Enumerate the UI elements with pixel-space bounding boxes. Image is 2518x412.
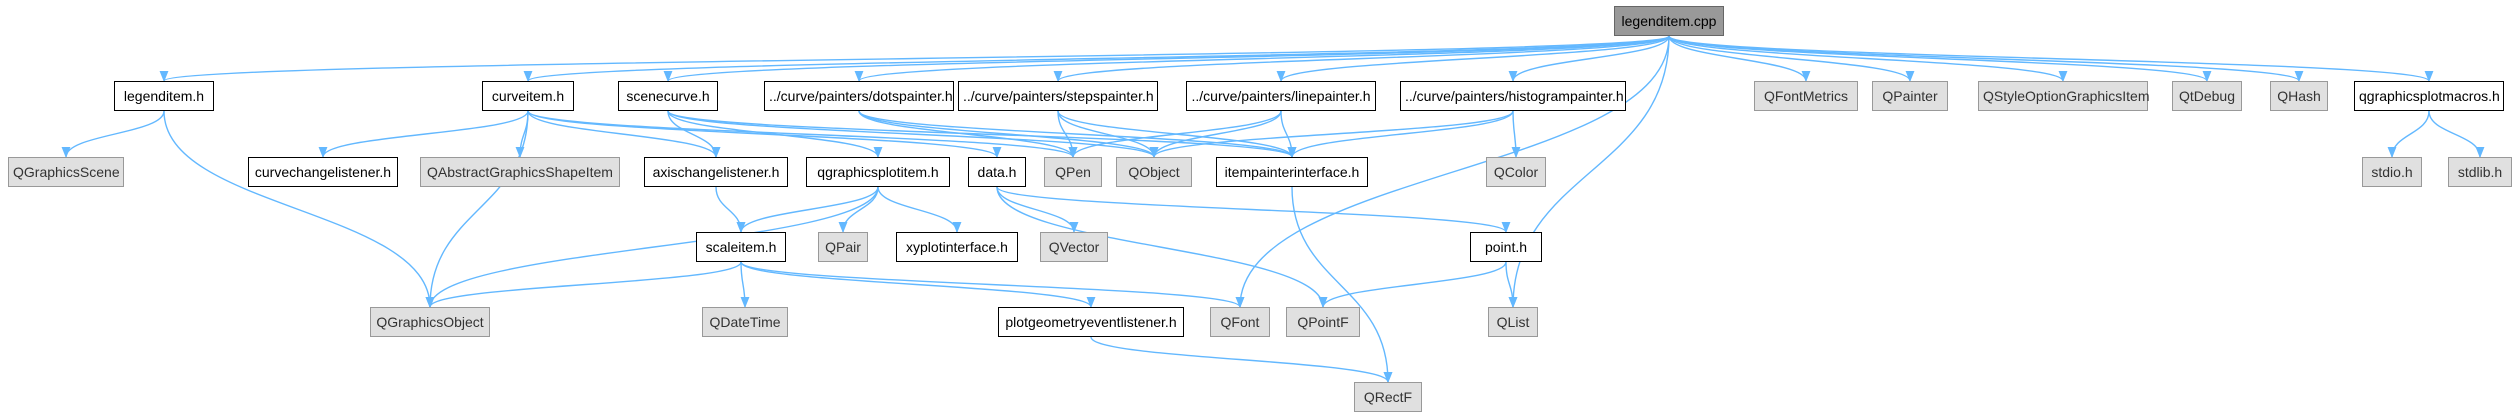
node-legenditem-cpp[interactable]: legenditem.cpp <box>1614 6 1724 36</box>
node-qfontmetrics: QFontMetrics <box>1754 81 1858 111</box>
edge-qgraphicsplotitem-h-to-xyplotinterface-h <box>877 186 962 234</box>
edge-legenditem-cpp-to-legenditem-h <box>160 35 1670 83</box>
edge-axischangelistener-h-to-scaleitem-h <box>715 186 746 234</box>
edge-legenditem-cpp-to-histogrampainter-h <box>1508 35 1670 83</box>
node-qpen: QPen <box>1044 157 1102 187</box>
edge-curveitem-h-to-axischangelistener-h <box>527 110 721 159</box>
node-qgraphicsscene: QGraphicsScene <box>8 157 124 187</box>
node-qabstractgraphicsshapeitem: QAbstractGraphicsShapeItem <box>420 157 620 187</box>
node-axischangelistener-h[interactable]: axischangelistener.h <box>644 157 788 187</box>
node-linepainter-h[interactable]: ../curve/painters/linepainter.h <box>1186 81 1376 111</box>
node-stdlib-h: stdlib.h <box>2448 157 2512 187</box>
edge-legenditem-cpp-to-stepspainter-h <box>1053 35 1670 83</box>
edge-point-h-to-qlist <box>1505 261 1518 309</box>
edge-histogrampainter-h-to-qobject <box>1149 110 1514 159</box>
edge-scaleitem-h-to-qdatetime <box>740 261 750 309</box>
node-itempainterinterface-h[interactable]: itempainterinterface.h <box>1216 157 1368 187</box>
node-scenecurve-h[interactable]: scenecurve.h <box>618 81 718 111</box>
edge-legenditem-cpp-to-qpainter <box>1668 35 1915 83</box>
node-qfont: QFont <box>1210 307 1270 337</box>
edge-point-h-to-qpointf <box>1318 261 1507 309</box>
edge-curveitem-h-to-qgraphicsobject <box>425 110 529 309</box>
edge-legenditem-cpp-to-scenecurve-h <box>663 35 1670 83</box>
node-stdio-h: stdio.h <box>2362 157 2422 187</box>
edge-legenditem-cpp-to-qgraphicsplotmacros-h <box>1668 35 2434 83</box>
edge-legenditem-cpp-to-linepainter-h <box>1276 35 1670 83</box>
edge-qgraphicsplotmacros-h-to-stdlib-h <box>2428 110 2485 159</box>
edge-scaleitem-h-to-plotgeometryeventlistener-h <box>740 261 1096 309</box>
node-data-h[interactable]: data.h <box>968 157 1026 187</box>
node-plotgeometryeventlistener-h[interactable]: plotgeometryeventlistener.h <box>998 307 1184 337</box>
edge-legenditem-cpp-to-qtdebug <box>1668 35 2212 83</box>
node-qtdebug: QtDebug <box>2172 81 2242 111</box>
node-qlist: QList <box>1488 307 1538 337</box>
edge-data-h-to-point-h <box>996 186 1511 234</box>
edge-qgraphicsplotmacros-h-to-stdio-h <box>2387 110 2430 159</box>
edge-scaleitem-h-to-qfont <box>740 261 1245 309</box>
edge-scaleitem-h-to-qgraphicsobject <box>425 261 742 309</box>
edge-dotspainter-h-to-qpen <box>858 110 1078 159</box>
edge-plotgeometryeventlistener-h-to-qrectf <box>1090 336 1393 384</box>
edge-legenditem-h-to-qgraphicsobject <box>163 110 435 309</box>
edge-data-h-to-qvector <box>996 186 1079 234</box>
edge-itempainterinterface-h-to-qrectf <box>1291 186 1393 384</box>
edge-scenecurve-h-to-axischangelistener-h <box>667 110 721 159</box>
edge-scenecurve-h-to-itempainterinterface-h <box>667 110 1297 159</box>
edge-dotspainter-h-to-itempainterinterface-h <box>858 110 1297 159</box>
node-qobject: QObject <box>1116 157 1192 187</box>
edge-qgraphicsplotitem-h-to-qgraphicsobject <box>425 186 879 309</box>
node-scaleitem-h[interactable]: scaleitem.h <box>696 232 786 262</box>
node-qpair: QPair <box>818 232 868 262</box>
edge-legenditem-cpp-to-qfontmetrics <box>1668 35 1811 83</box>
edge-scenecurve-h-to-qobject <box>667 110 1159 159</box>
edge-dotspainter-h-to-qobject <box>858 110 1159 159</box>
edge-legenditem-cpp-to-qhash <box>1668 35 2304 83</box>
node-qvector: QVector <box>1040 232 1108 262</box>
edge-curveitem-h-to-qpen <box>527 110 1078 159</box>
edge-legenditem-cpp-to-qstyleoptiongraphicsitem <box>1668 35 2068 83</box>
node-stepspainter-h[interactable]: ../curve/painters/stepspainter.h <box>958 81 1158 111</box>
edge-curveitem-h-to-data-h <box>527 110 1002 159</box>
node-qgraphicsplotmacros-h[interactable]: qgraphicsplotmacros.h <box>2354 81 2504 111</box>
edge-linepainter-h-to-qpen <box>1068 110 1282 159</box>
node-qpainter: QPainter <box>1872 81 1948 111</box>
node-qhash: QHash <box>2270 81 2328 111</box>
node-qgraphicsplotitem-h[interactable]: qgraphicsplotitem.h <box>806 157 950 187</box>
edge-legenditem-cpp-to-qfont <box>1235 35 1670 309</box>
node-xyplotinterface-h[interactable]: xyplotinterface.h <box>896 232 1018 262</box>
edge-qgraphicsplotitem-h-to-scaleitem-h <box>736 186 879 234</box>
edge-legenditem-h-to-qgraphicsscene <box>61 110 165 159</box>
edge-layer <box>61 35 2485 384</box>
edge-data-h-to-qpointf <box>996 186 1328 309</box>
node-qpointf: QPointF <box>1286 307 1360 337</box>
edge-curveitem-h-to-curvechangelistener-h <box>318 110 529 159</box>
edge-linepainter-h-to-qobject <box>1149 110 1282 159</box>
edge-legenditem-cpp-to-dotspainter-h <box>854 35 1670 83</box>
node-qstyleoptiongraphicsitem: QStyleOptionGraphicsItem <box>1978 81 2150 111</box>
node-qrectf: QRectF <box>1354 382 1422 412</box>
node-dotspainter-h[interactable]: ../curve/painters/dotspainter.h <box>764 81 954 111</box>
node-curveitem-h[interactable]: curveitem.h <box>482 81 574 111</box>
node-qgraphicsobject: QGraphicsObject <box>370 307 490 337</box>
node-point-h[interactable]: point.h <box>1470 232 1542 262</box>
node-qdatetime: QDateTime <box>702 307 788 337</box>
node-qcolor: QColor <box>1486 157 1546 187</box>
node-curvechangelistener-h[interactable]: curvechangelistener.h <box>248 157 398 187</box>
node-legenditem-h[interactable]: legenditem.h <box>114 81 214 111</box>
edge-histogrampainter-h-to-qcolor <box>1511 110 1521 159</box>
edge-histogrampainter-h-to-itempainterinterface-h <box>1287 110 1514 159</box>
edge-scenecurve-h-to-qgraphicsplotitem-h <box>667 110 883 159</box>
node-histogrampainter-h[interactable]: ../curve/painters/histogrampainter.h <box>1400 81 1626 111</box>
